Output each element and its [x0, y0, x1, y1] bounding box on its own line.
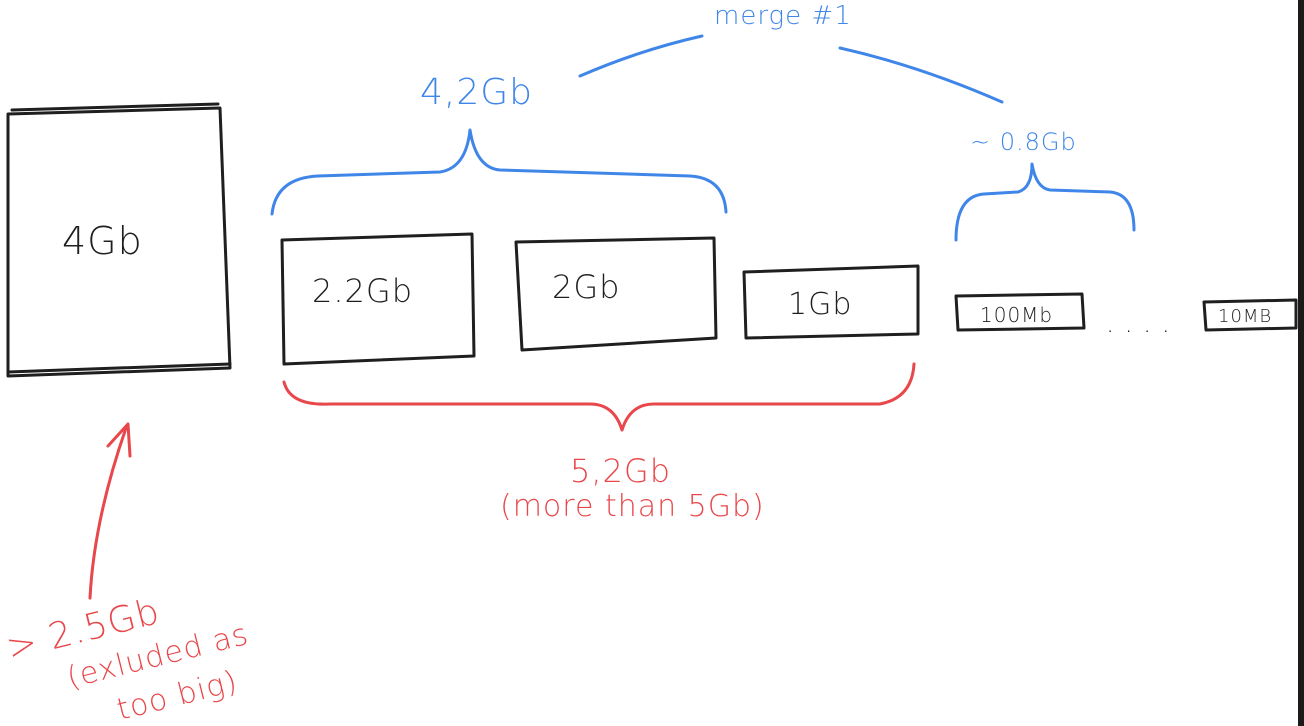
red-group-note-label: (more than 5Gb) — [500, 489, 765, 524]
segment-100mb: 100Mb — [954, 292, 1086, 332]
segment-2-2gb-box — [280, 232, 476, 366]
segment-4gb: 4Gb — [6, 102, 232, 378]
segment-1gb-label: 1Gb — [788, 287, 852, 322]
segment-10mb: 10MB — [1202, 298, 1298, 332]
window-edge — [1298, 0, 1304, 726]
segments-ellipsis: . . . . — [1106, 309, 1171, 339]
excluded-annotation: > 2.5Gb (exluded as too big) — [2, 422, 252, 726]
blue-small-brace-group: ~ 0.8Gb — [954, 128, 1136, 242]
segment-100mb-box — [954, 292, 1086, 332]
blue-small-brace — [954, 162, 1136, 242]
segment-2gb: 2Gb — [514, 236, 718, 352]
segment-2-2gb: 2.2Gb — [280, 232, 476, 366]
segment-10mb-box — [1202, 298, 1298, 332]
segment-10mb-label: 10MB — [1218, 306, 1272, 327]
blue-brace — [270, 128, 728, 216]
red-brace-group: 5,2Gb (more than 5Gb) — [282, 362, 916, 524]
excluded-arrow-shaft — [88, 426, 128, 600]
segment-2gb-label: 2Gb — [552, 268, 620, 306]
blue-brace-group: 4,2Gb — [270, 72, 728, 216]
red-group-size-label: 5,2Gb — [570, 452, 671, 490]
segment-2gb-box — [514, 236, 718, 352]
blue-small-group-label: ~ 0.8Gb — [970, 128, 1077, 156]
merge-annotation: merge #1 — [578, 1, 1004, 104]
segment-4gb-box-edge — [6, 362, 232, 374]
segment-1gb: 1Gb — [742, 264, 920, 340]
merge-connector-left — [578, 34, 704, 78]
segment-2-2gb-label: 2.2Gb — [312, 272, 413, 310]
segment-100mb-label: 100Mb — [980, 303, 1053, 327]
red-brace — [282, 362, 916, 432]
blue-group-label: 4,2Gb — [420, 72, 533, 113]
segment-4gb-label: 4Gb — [62, 219, 143, 263]
segment-4gb-box-edge — [10, 102, 220, 112]
excluded-arrow-head — [106, 422, 132, 458]
segment-1gb-box — [742, 264, 920, 340]
merge-label: merge #1 — [714, 1, 852, 31]
segment-4gb-box — [6, 106, 232, 378]
merge-connector-right — [838, 46, 1004, 104]
